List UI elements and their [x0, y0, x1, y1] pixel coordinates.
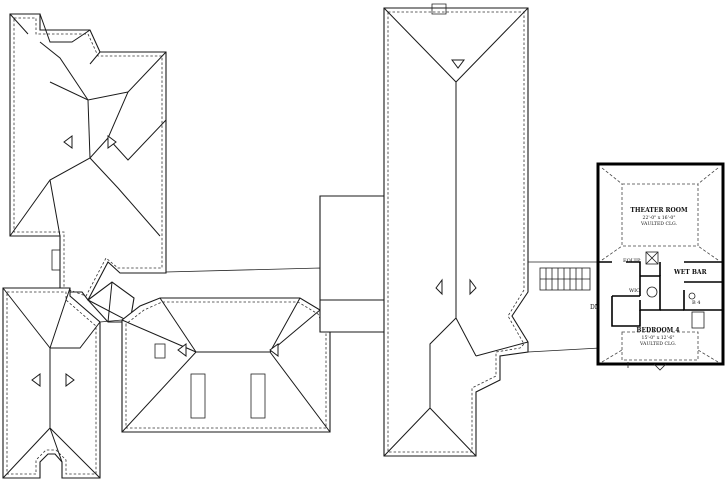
bedroom-4-size: 15'-0" x 12'-6"	[642, 335, 675, 341]
stair	[539, 267, 591, 291]
bath-label: B 4	[692, 300, 700, 306]
center-left-connector-roof	[87, 281, 135, 323]
roof-vents-center	[177, 343, 279, 357]
roof-vents-lower-left	[31, 373, 75, 387]
bedroom-4-note: VAULTED CLG.	[639, 341, 677, 347]
center-hip-roof	[121, 297, 331, 433]
bedroom-4-name: BEDROOM 4	[636, 327, 679, 334]
left-upper-wing-roof	[9, 13, 167, 302]
theater-room-size: 22'-0" x 16'-0"	[643, 215, 676, 221]
breezeway	[527, 261, 601, 353]
roof-vents-upper-left	[63, 135, 117, 149]
stair-label: DN	[590, 304, 600, 311]
theater-wing-plan	[596, 162, 725, 371]
right-main-wing-roof	[383, 3, 529, 457]
roof-vents-right-wing	[435, 59, 477, 296]
theater-room-name: THEATER ROOM	[630, 207, 688, 214]
equip-label: EQUIP.	[623, 258, 641, 264]
left-lower-wing-roof	[2, 287, 101, 479]
wic-label: WIC	[629, 288, 640, 294]
wet-bar-label: WET BAR	[673, 269, 708, 276]
theater-room-note: VAULTED CLG.	[640, 221, 678, 227]
